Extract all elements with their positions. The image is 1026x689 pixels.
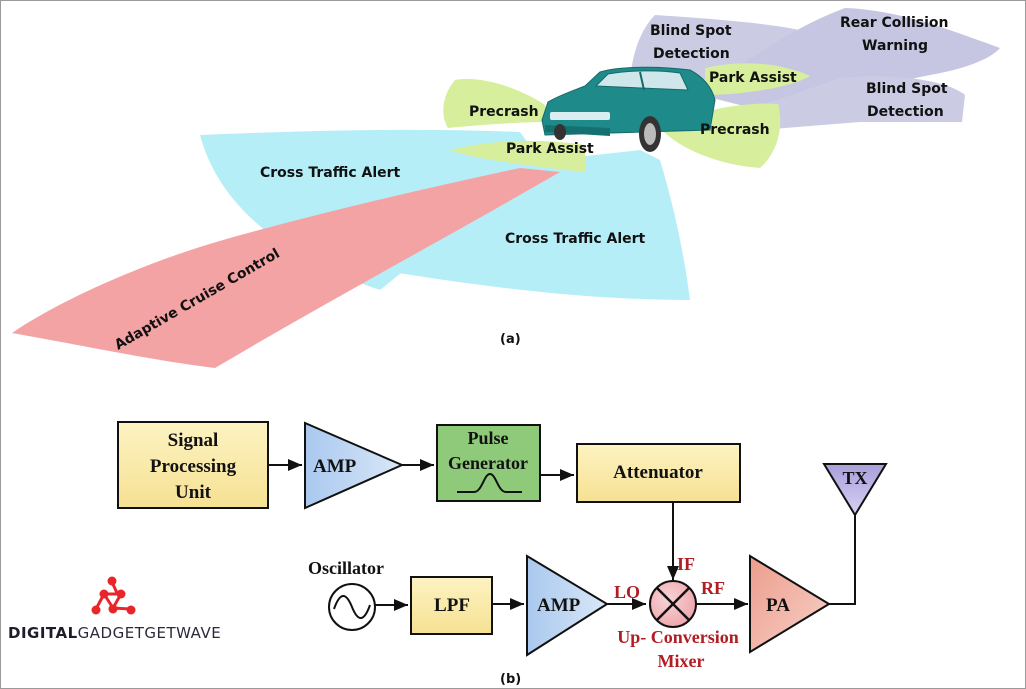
attenuator-label: Attenuator	[613, 462, 703, 483]
amp1-label: AMP	[313, 456, 357, 477]
rf-label: RF	[701, 578, 725, 598]
pulse-waveform-icon	[457, 472, 522, 493]
figure-b-caption: (b)	[500, 672, 521, 687]
spu-line1: Signal	[168, 430, 219, 451]
pa-block	[749, 554, 831, 654]
oscillator-label: Oscillator	[308, 558, 384, 578]
park-assist-rear-label: Park Assist	[709, 70, 797, 86]
attenuator-block	[576, 443, 741, 503]
lpf-label: LPF	[434, 595, 470, 616]
pa-label: PA	[766, 595, 790, 616]
tx-label: TX	[842, 468, 867, 488]
precrash-zone-front	[443, 78, 548, 128]
figure-a-caption: (a)	[500, 332, 521, 347]
park-assist-zone-rear	[705, 63, 810, 95]
spu-line3: Unit	[175, 482, 212, 503]
logo-light-text: GADGETGETWAVE	[77, 624, 222, 642]
lo-label: LO	[614, 582, 640, 602]
amp2-label: AMP	[537, 595, 581, 616]
if-label: IF	[677, 554, 695, 574]
logo-bold-text: DIGITAL	[8, 624, 78, 642]
blind-spot-right-line1: Blind Spot	[866, 81, 948, 97]
cross-traffic-right-label: Cross Traffic Alert	[505, 231, 646, 247]
logo-icon	[91, 576, 136, 615]
rear-collision-line1: Rear Collision	[840, 15, 949, 31]
lpf-block	[410, 576, 493, 635]
spu-line2: Processing	[150, 456, 237, 477]
mixer-name-line1: Up- Conversion	[617, 627, 739, 647]
wire-pa-tx	[829, 515, 856, 605]
blind-spot-left-line1: Blind Spot	[650, 23, 732, 39]
amp2-block	[526, 554, 609, 657]
car-illustration	[541, 66, 716, 152]
precrash-rear-label: Precrash	[700, 122, 770, 138]
pulse-generator-block	[436, 424, 541, 502]
amp1-block	[304, 421, 405, 510]
sine-wave-icon	[333, 595, 371, 619]
adaptive-cruise-zone	[12, 168, 560, 368]
blind-spot-left-line2: Detection	[653, 46, 730, 62]
pulse-gen-line1: Pulse	[467, 428, 508, 448]
signal-processing-unit-block	[117, 421, 269, 509]
blind-spot-right-line2: Detection	[867, 104, 944, 120]
mixer-name-line2: Mixer	[658, 651, 705, 671]
blind-spot-zone-right	[720, 76, 965, 130]
park-assist-front-label: Park Assist	[506, 141, 594, 157]
pulse-gen-line2: Generator	[448, 453, 528, 473]
precrash-front-label: Precrash	[469, 104, 539, 120]
park-assist-zone-front	[450, 140, 585, 172]
cross-traffic-left-label: Cross Traffic Alert	[260, 165, 401, 181]
tx-antenna-icon	[822, 463, 888, 517]
logo-wordmark: DIGITALGADGETGETWAVE	[8, 624, 221, 642]
rear-collision-line2: Warning	[862, 38, 928, 54]
